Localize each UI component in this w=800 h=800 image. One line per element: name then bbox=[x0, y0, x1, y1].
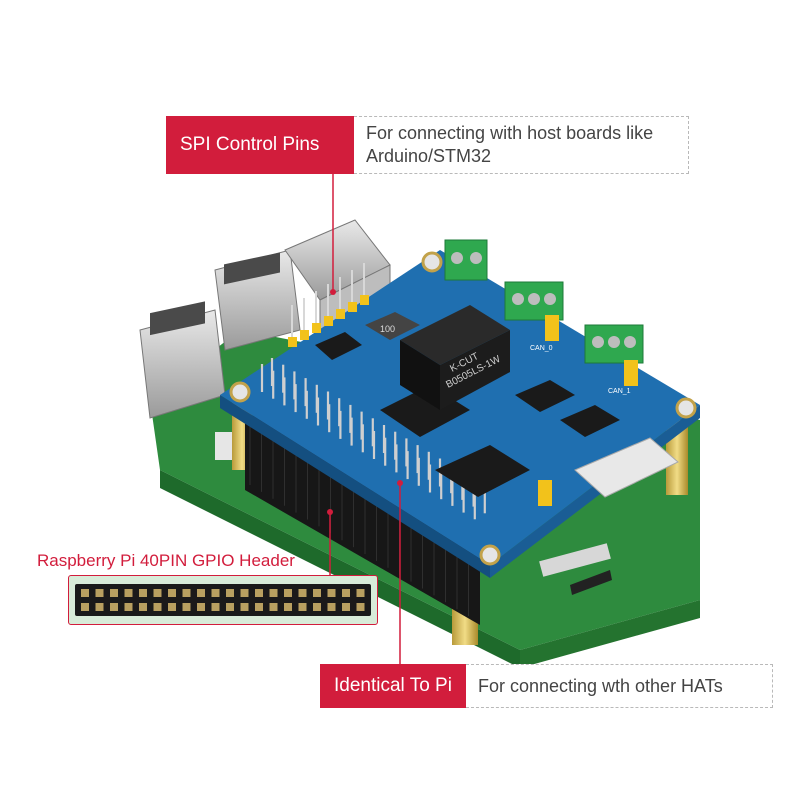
gpio-header-closeup bbox=[68, 575, 378, 625]
closeup-pin bbox=[342, 603, 350, 611]
gpio-header-label: Raspberry Pi 40PIN GPIO Header bbox=[37, 551, 295, 570]
can1-silkscreen: CAN_1 bbox=[608, 388, 631, 395]
closeup-pin bbox=[356, 603, 365, 611]
closeup-pin bbox=[269, 589, 278, 597]
closeup-pin bbox=[313, 603, 321, 611]
callout-spi-description: For connecting with host boards like Ard… bbox=[354, 116, 689, 174]
gpio-pin-array bbox=[260, 358, 486, 520]
closeup-pin bbox=[298, 589, 307, 597]
spi-pin-housing bbox=[324, 316, 333, 326]
spi-pin-housing bbox=[288, 337, 297, 347]
spi-pin-housing bbox=[360, 295, 369, 305]
closeup-pin bbox=[139, 603, 147, 611]
spi-pin-housing bbox=[312, 323, 321, 333]
closeup-pin bbox=[197, 603, 205, 611]
closeup-pin bbox=[327, 589, 336, 597]
usb-ports bbox=[139, 249, 301, 419]
closeup-pin bbox=[255, 589, 263, 597]
closeup-pin bbox=[269, 603, 278, 611]
callout-identical-to-pi: Identical To Pi For connecting wth other… bbox=[320, 664, 773, 708]
closeup-pin bbox=[240, 603, 249, 611]
spi-pin-housing bbox=[348, 302, 357, 312]
closeup-pin bbox=[95, 589, 104, 597]
can1-terminal-block bbox=[584, 324, 644, 364]
power-terminal-block bbox=[444, 239, 488, 281]
closeup-pin bbox=[211, 603, 220, 611]
gpio-header-closeup-pins bbox=[75, 584, 371, 616]
callout-spi-tag: SPI Control Pins bbox=[166, 116, 354, 174]
closeup-pin bbox=[240, 589, 249, 597]
closeup-pin bbox=[356, 589, 365, 597]
jumpers bbox=[538, 315, 638, 506]
callout-identical-description: For connecting wth other HATs bbox=[465, 664, 773, 708]
closeup-pin bbox=[110, 589, 118, 597]
callout-identical-tag: Identical To Pi bbox=[320, 664, 466, 708]
closeup-pin bbox=[139, 589, 147, 597]
closeup-pin bbox=[313, 589, 321, 597]
closeup-pin bbox=[124, 589, 133, 597]
closeup-pin bbox=[153, 603, 162, 611]
closeup-pin bbox=[298, 603, 307, 611]
callout-lines bbox=[327, 174, 403, 664]
spi-pin-housing bbox=[300, 330, 309, 340]
can0-silkscreen: CAN_0 bbox=[530, 345, 553, 352]
closeup-pin bbox=[168, 603, 176, 611]
closeup-pin bbox=[342, 589, 350, 597]
callout-spi-control-pins: SPI Control Pins For connecting with hos… bbox=[166, 116, 689, 174]
closeup-pin bbox=[226, 603, 234, 611]
closeup-pin bbox=[284, 603, 292, 611]
closeup-pin bbox=[81, 589, 89, 597]
closeup-pin bbox=[124, 603, 133, 611]
inductor: 100 bbox=[365, 312, 420, 340]
closeup-pin bbox=[284, 589, 292, 597]
closeup-pin bbox=[153, 589, 162, 597]
can0-terminal-block bbox=[504, 281, 564, 321]
closeup-pin bbox=[182, 589, 191, 597]
dc-dc-module: K-CUT B0505LS-1W bbox=[400, 305, 510, 410]
closeup-pin bbox=[211, 589, 220, 597]
closeup-pin bbox=[182, 603, 191, 611]
inductor-label: 100 bbox=[380, 324, 395, 334]
closeup-pin bbox=[327, 603, 336, 611]
heatsink bbox=[574, 437, 679, 498]
closeup-pin bbox=[95, 603, 104, 611]
closeup-pin bbox=[110, 603, 118, 611]
spi-pin-housing bbox=[336, 309, 345, 319]
closeup-pin bbox=[168, 589, 176, 597]
spi-control-pins bbox=[288, 263, 369, 347]
closeup-pin bbox=[226, 589, 234, 597]
closeup-pin bbox=[197, 589, 205, 597]
closeup-pin bbox=[81, 603, 89, 611]
closeup-pin bbox=[255, 603, 263, 611]
